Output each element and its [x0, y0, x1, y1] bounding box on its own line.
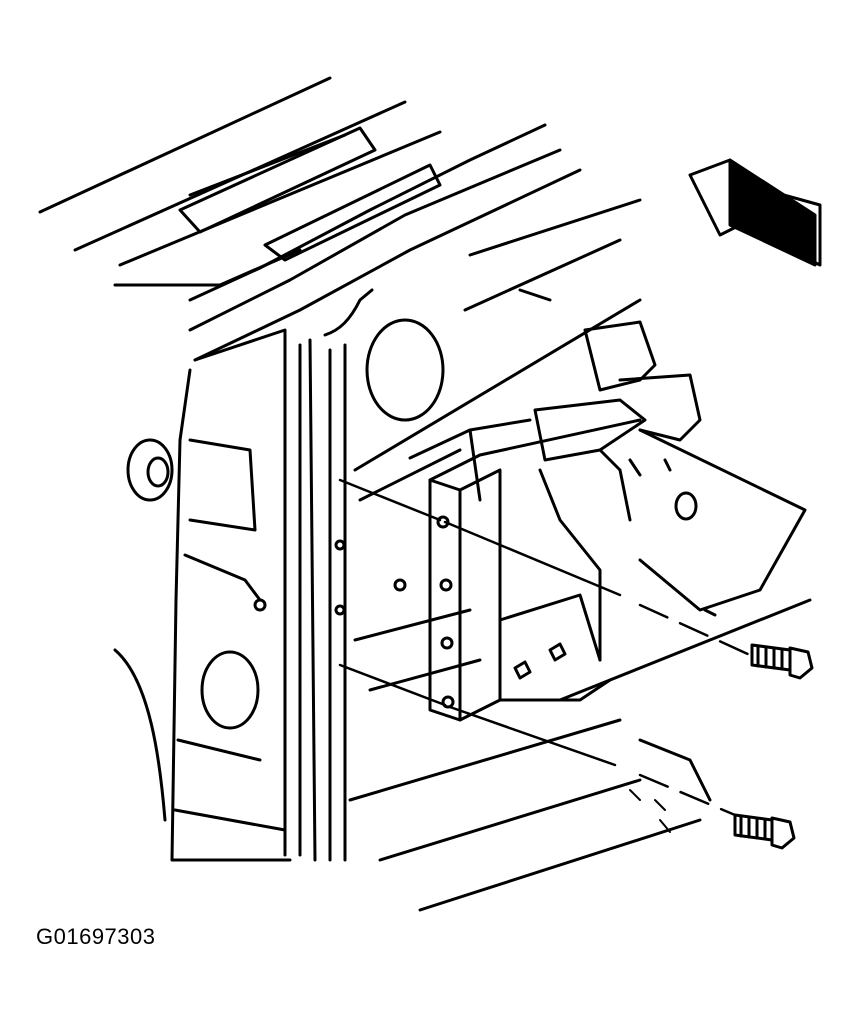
direction-arrow: [688, 158, 822, 267]
spark-marks: [629, 789, 671, 833]
access-hole: [365, 318, 445, 422]
body-panel: [38, 76, 812, 912]
bracket-assembly: [408, 320, 807, 722]
figure-id-label: G01697303: [36, 924, 156, 949]
grommet: [126, 438, 174, 502]
access-hole: [200, 650, 260, 730]
door-pillar: [113, 288, 407, 862]
bolt: [733, 813, 796, 850]
bolt: [750, 643, 814, 680]
guide-lines: [338, 478, 752, 817]
